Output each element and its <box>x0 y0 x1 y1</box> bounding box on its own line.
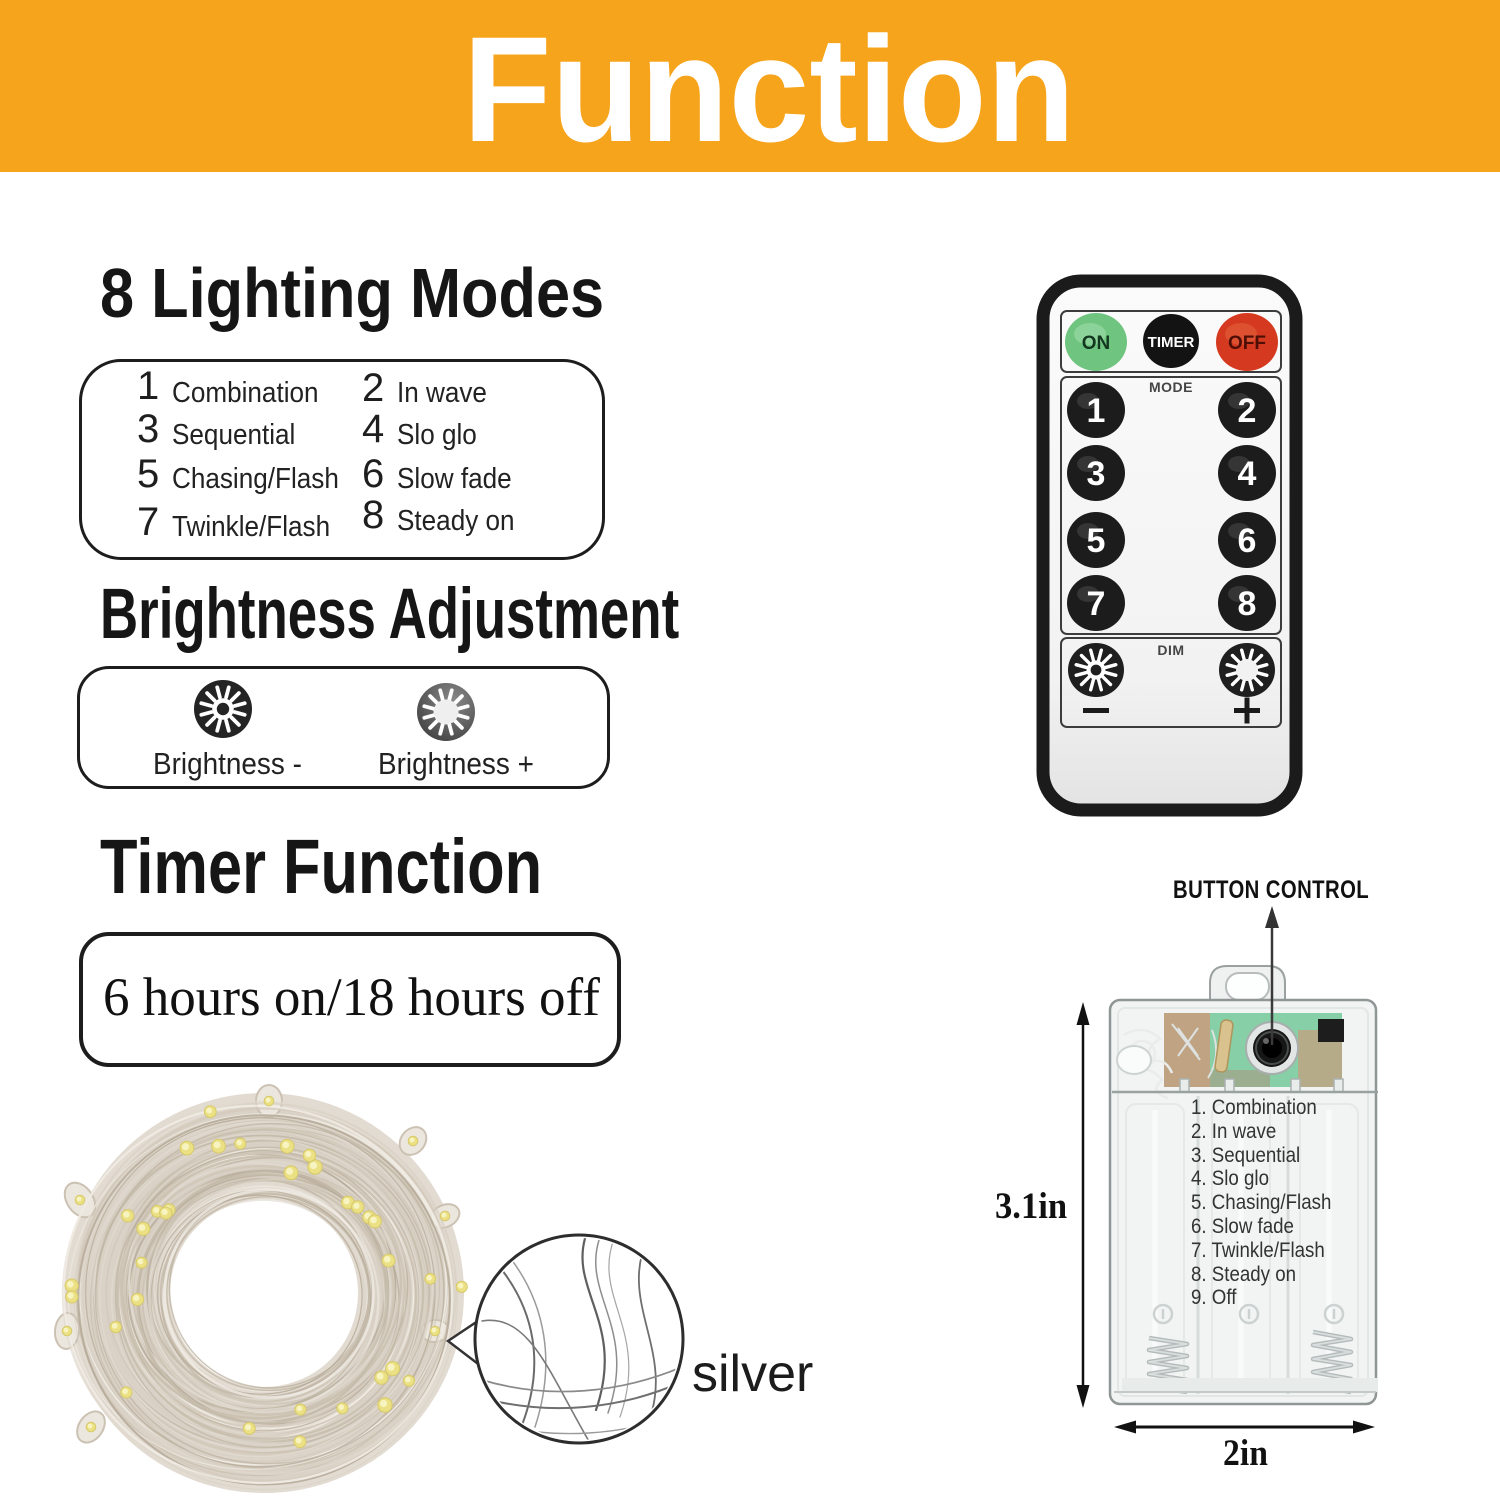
svg-text:3: 3 <box>1087 455 1106 493</box>
svg-text:4: 4 <box>1238 455 1257 493</box>
svg-text:TIMER: TIMER <box>1148 334 1195 351</box>
svg-text:DIM: DIM <box>1157 642 1184 658</box>
svg-text:6: 6 <box>1238 522 1257 560</box>
svg-text:ON: ON <box>1082 333 1111 354</box>
svg-text:8: 8 <box>1238 585 1257 623</box>
svg-text:7: 7 <box>1087 585 1106 623</box>
svg-text:OFF: OFF <box>1228 333 1266 354</box>
svg-text:2: 2 <box>1238 392 1257 430</box>
svg-text:1: 1 <box>1087 392 1106 430</box>
svg-text:5: 5 <box>1087 522 1106 560</box>
svg-text:MODE: MODE <box>1149 379 1193 395</box>
